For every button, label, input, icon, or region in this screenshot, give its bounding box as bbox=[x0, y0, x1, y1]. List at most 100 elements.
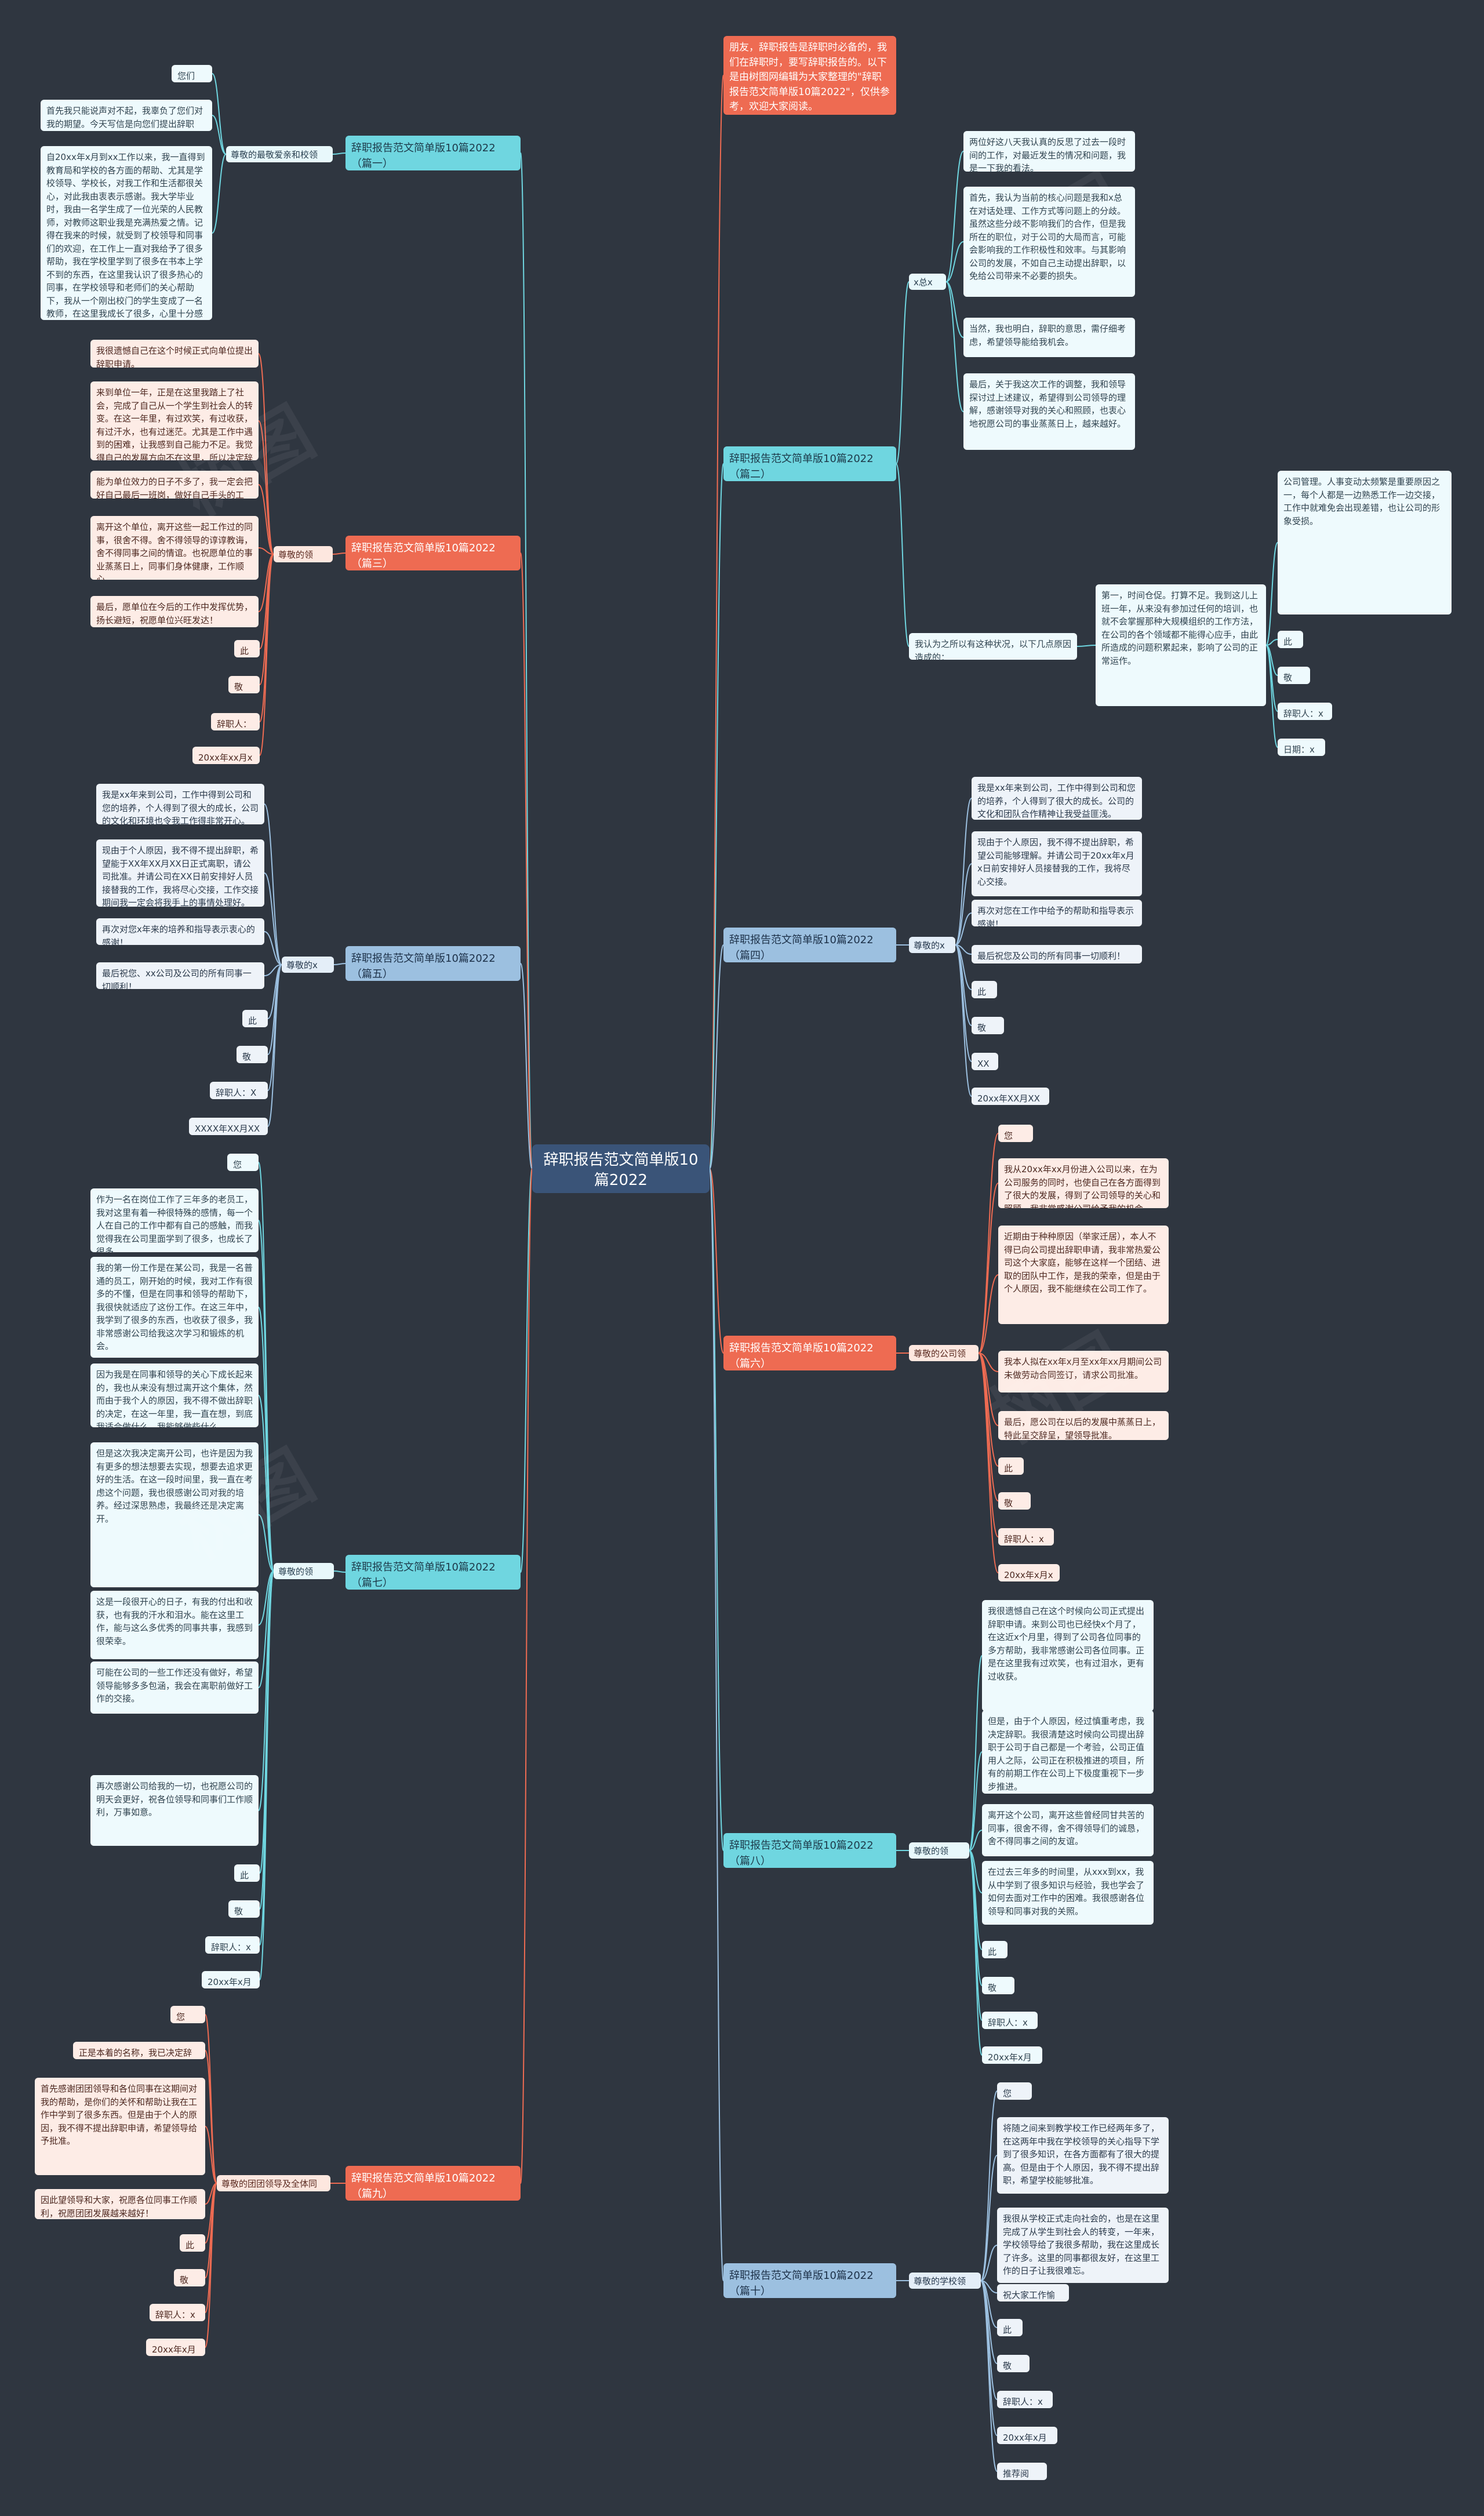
connector-line bbox=[955, 912, 972, 946]
branch-9-sign-2: 敬礼！ bbox=[174, 2269, 205, 2286]
connector-line bbox=[259, 1570, 274, 1874]
branch-2-label: x总x县： bbox=[909, 274, 946, 290]
branch-1-label: 尊敬的最敬爱亲和校领导： bbox=[226, 146, 333, 162]
branch-1[interactable]: 辞职报告范文简单版10篇2022（篇一） bbox=[345, 136, 521, 170]
branch-3-sign-3: 辞职人：xx bbox=[211, 713, 260, 730]
connector-line bbox=[258, 1220, 274, 1572]
connector-line bbox=[205, 2183, 217, 2244]
connector-line bbox=[258, 1514, 274, 1572]
branch-10-leaf-3: 我很从学校正式走向社会的，也是在这里完成了从学生到社会人的转变，一年来，学校领导… bbox=[997, 2208, 1169, 2283]
connector-line bbox=[264, 931, 282, 965]
branch-4[interactable]: 辞职报告范文简单版10篇2022（篇四） bbox=[723, 928, 896, 962]
branch-7[interactable]: 辞职报告范文简单版10篇2022（篇七） bbox=[345, 1555, 521, 1590]
branch-6-leaf-3: 近期由于种种原因（举家迁居），本人不得已向公司提出辞职申请，我非常热爱公司这个大… bbox=[998, 1226, 1169, 1324]
connector-line bbox=[978, 1133, 999, 1354]
connector-line bbox=[980, 2155, 998, 2281]
intro-note: 朋友，辞职报告是辞职时必备的，我们在辞职时，要写辞职报告的。以下是由树图网编辑为… bbox=[723, 36, 896, 115]
connector-line bbox=[520, 963, 533, 1169]
connector-line bbox=[978, 1183, 999, 1354]
branch-6-leaf-5: 最后，愿公司在以后的发展中蒸蒸日上，特此呈交辞呈，望领导批准。 bbox=[998, 1411, 1169, 1440]
connector-line bbox=[259, 554, 274, 649]
connector-line bbox=[259, 1570, 274, 1946]
branch-3-leaf-1: 我很遗憾自己在这个时候正式向单位提出辞职申请。 bbox=[90, 340, 259, 368]
branch-5-sign-4: XXXX年XX月XX日 bbox=[189, 1118, 268, 1135]
branch-2-sub-leaf-1: 第一，时间仓促。打算不足。我到这儿上班一年，从来没有参加过任何的培训，也就不会掌… bbox=[1096, 584, 1266, 706]
connector-line bbox=[332, 552, 346, 555]
connector-line bbox=[205, 2183, 217, 2313]
connector-line bbox=[205, 2183, 217, 2278]
connector-line bbox=[258, 420, 274, 555]
branch-1-leaf-2: 首先我只能说声对不起，我辜负了您们对我的期望。今天写信是向您们提出辞职的。 bbox=[41, 100, 212, 131]
connector-line bbox=[978, 1352, 999, 1467]
branch-4-leaf-3: 再次对您在工作中给予的帮助和指导表示感谢！ bbox=[972, 900, 1142, 926]
branch-5-leaf-1: 我是xx年来到公司，工作中得到公司和您的培养，个人得到了很大的成长，公司的文化和… bbox=[96, 784, 264, 824]
branch-3-sign-2: 敬礼！ bbox=[228, 676, 260, 693]
connector-line bbox=[258, 484, 274, 555]
branch-2-sub-leaf-2: 公司管理。人事变动太频繁是重要原因之一，每个人都是一边熟悉工作一边交接，工作中就… bbox=[1278, 471, 1452, 615]
branch-6-sign-1: 此致 bbox=[998, 1457, 1024, 1475]
branch-9-label: 尊敬的团团领导及全体同事： bbox=[217, 2175, 330, 2191]
root-node[interactable]: 辞职报告范文简单版10篇2022 bbox=[532, 1144, 710, 1193]
connector-line bbox=[267, 964, 282, 1019]
branch-5[interactable]: 辞职报告范文简单版10篇2022（篇五） bbox=[345, 946, 521, 981]
connector-line bbox=[969, 1850, 983, 2056]
connector-line bbox=[978, 1352, 999, 1501]
branch-5-sign-2: 敬礼！ bbox=[237, 1046, 268, 1063]
connector-line bbox=[980, 2280, 998, 2436]
branch-9-leaf-4: 因此望领导和大家，祝愿各位同事工作顺利，祝愿团团发展越来越好！ bbox=[35, 2189, 205, 2219]
connector-line bbox=[980, 2280, 998, 2472]
branch-8-leaf-1: 我很遗憾自己在这个时候向公司正式提出辞职申请。来到公司也已经快x个月了，在这近x… bbox=[982, 1600, 1154, 1711]
branch-5-leaf-4: 最后祝您、xx公司及公司的所有同事一切顺利！ bbox=[96, 962, 264, 989]
branch-3-label: 尊敬的领导： bbox=[274, 546, 333, 562]
connector-line bbox=[980, 2280, 998, 2364]
connector-line bbox=[1076, 645, 1096, 647]
connector-line bbox=[709, 1168, 724, 2281]
branch-3-leaf-4: 离开这个单位，离开这些一起工作过的同事，很舍不得。舍不得领导的谆谆教诲，舍不得同… bbox=[90, 516, 259, 580]
connector-line bbox=[709, 463, 724, 1169]
connector-line bbox=[212, 73, 227, 155]
connector-line bbox=[980, 2280, 998, 2328]
connector-line bbox=[264, 803, 282, 965]
branch-10-sign-3: 敬礼！ bbox=[997, 2355, 1030, 2372]
connector-line bbox=[980, 2090, 998, 2281]
connector-line bbox=[267, 964, 282, 1091]
branch-10[interactable]: 辞职报告范文简单版10篇2022（篇十） bbox=[723, 2263, 896, 2298]
branch-9-leaf-3: 首先感谢团团领导和各位同事在这期间对我的帮助，是你们的关怀和帮助让我在工作中学到… bbox=[35, 2078, 205, 2175]
connector-line bbox=[212, 115, 227, 155]
branch-9-sign-4: 20xx年x月x日 bbox=[146, 2339, 205, 2356]
connector-line bbox=[969, 1751, 983, 1851]
branch-7-sign-1: 此致 bbox=[234, 1864, 260, 1882]
connector-line bbox=[955, 944, 972, 990]
connector-line bbox=[258, 1570, 274, 1626]
branch-9-sign-3: 辞职人：xxx bbox=[150, 2304, 205, 2321]
branch-4-leaf-2: 现由于个人原因，我不得不提出辞职，希望公司能够理解。并请公司于20xx年x月x日… bbox=[972, 831, 1142, 896]
branch-7-label: 尊敬的领导： bbox=[274, 1563, 334, 1579]
connector-line bbox=[945, 281, 964, 412]
branch-5-leaf-3: 再次对您x年来的培养和指导表示衷心的感谢！ bbox=[96, 918, 264, 945]
connector-line bbox=[945, 151, 964, 282]
connector-line bbox=[205, 2014, 217, 2184]
connector-line bbox=[267, 964, 282, 1055]
connector-line bbox=[258, 353, 274, 555]
branch-7-sign-3: 辞职人：xxx bbox=[205, 1936, 260, 1954]
branch-3[interactable]: 辞职报告范文简单版10篇2022（篇三） bbox=[345, 536, 521, 570]
branch-2[interactable]: 辞职报告范文简单版10篇2022（篇二） bbox=[723, 446, 896, 481]
branch-1-leaf-3: 自20xx年x月到xx工作以来，我一直得到教育局和学校的各方面的帮助、尤其是学校… bbox=[41, 146, 212, 320]
branch-8-label: 尊敬的领导： bbox=[909, 1842, 969, 1859]
branch-7-leaf-1: 您好！ bbox=[227, 1154, 259, 1171]
branch-10-label: 尊敬的学校领导： bbox=[909, 2273, 981, 2289]
branch-6[interactable]: 辞职报告范文简单版10篇2022（篇六） bbox=[723, 1336, 896, 1370]
connector-line bbox=[978, 1352, 999, 1537]
branch-6-sign-4: 20xx年x月x日 bbox=[998, 1564, 1060, 1581]
branch-9-leaf-2: 正是本着的名称，我已决定辞职。 bbox=[73, 2042, 205, 2059]
branch-2-sign-3: 辞职人：xxx bbox=[1278, 703, 1332, 720]
branch-5-label: 尊敬的xx： bbox=[282, 957, 334, 973]
branch-6-leaf-4: 我本人拟在xx年x月至xx年xx月期间公司未做劳动合同签订，请求公司批准。 bbox=[998, 1351, 1169, 1392]
connector-line bbox=[945, 281, 964, 338]
branch-4-sign-4: 20xx年XX月XX日 bbox=[972, 1088, 1049, 1105]
branch-3-leaf-3: 能为单位效力的日子不多了，我一定会把好自己最后一班岗，做好自己手头的工作。 bbox=[90, 471, 259, 499]
branch-8[interactable]: 辞职报告范文简单版10篇2022（篇八） bbox=[723, 1833, 896, 1868]
branch-5-sign-3: 辞职人：XXX bbox=[210, 1082, 268, 1099]
branch-9[interactable]: 辞职报告范文简单版10篇2022（篇九） bbox=[345, 2166, 521, 2201]
connector-line bbox=[205, 2183, 217, 2348]
